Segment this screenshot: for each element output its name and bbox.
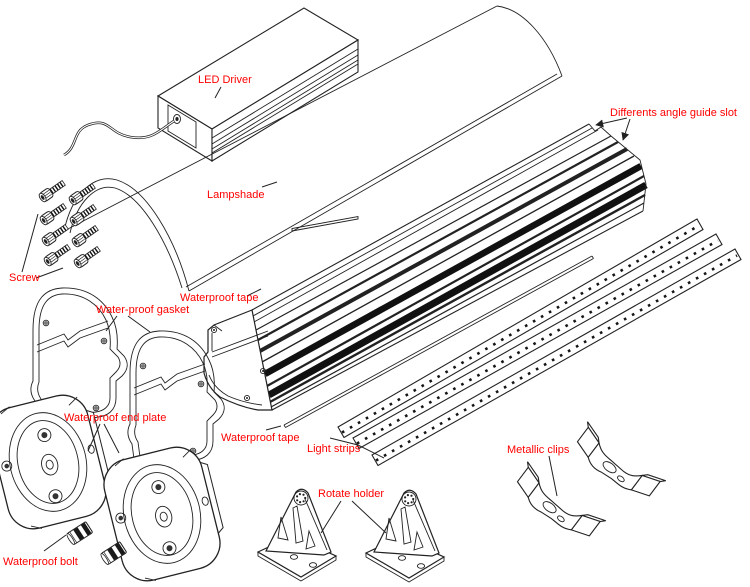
screw [38,179,67,203]
screw-set [38,179,102,269]
label-lampshade: Lampshade [207,189,265,201]
screw [69,203,98,227]
waterproof-tape-lower [283,255,594,428]
guide-slot-notch [588,123,647,212]
led-driver [156,7,360,162]
screw [39,202,68,226]
label-metallic-clips: Metallic clips [507,444,570,456]
label-water-proof-gasket: Water-proof gasket [96,304,189,316]
led-light-strip [337,218,704,439]
power-cable [63,119,175,157]
waterproof-end-plate [0,386,119,536]
rotate-holder [365,489,445,583]
screw [73,245,102,269]
label-light-strips: Light strips [307,443,361,455]
label-screw: Screw [9,272,40,284]
label-led-driver: LED Driver [198,74,252,86]
screw [68,182,97,206]
led-light-strip [352,233,723,450]
label-waterproof-tape-upper: Waterproof tape [180,292,258,304]
waterproof-tape-upper [291,215,359,232]
rotate-holder [257,488,337,582]
label-waterproof-tape-lower: Waterproof tape [221,432,299,444]
screw [43,243,72,267]
extrusion-housing [203,123,648,411]
label-waterproof-end-plate: Waterproof end plate [64,412,166,424]
label-waterproof-bolt: Waterproof bolt [3,556,78,568]
waterproof-bolt [65,521,94,546]
label-rotate-holder: Rotate holder [318,488,384,500]
waterproof-end-plate [97,438,233,587]
leader-lines [21,86,631,552]
screw [71,224,100,248]
lampshade [63,5,563,292]
metallic-clip [507,461,607,548]
metallic-clip [567,421,667,508]
label-guide-slot: Differents angle guide slot [610,107,737,119]
screw [41,223,70,247]
led-light-strip [371,248,742,467]
